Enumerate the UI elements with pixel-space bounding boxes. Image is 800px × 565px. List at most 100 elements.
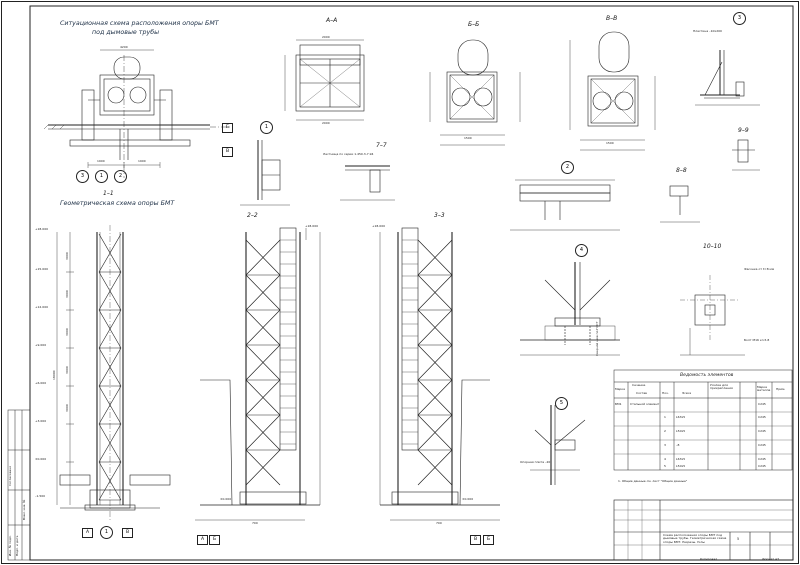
dim-h2: 3000 — [65, 252, 69, 260]
stamp-format: Формат А3 — [762, 557, 780, 561]
section-bb-title: Б–Б — [468, 21, 480, 28]
node-5-detail — [530, 405, 586, 485]
note-bolt: Болт М16 кл.5.8 — [744, 338, 770, 342]
level-top: +18.000 — [35, 227, 49, 231]
dim-h3: 3000 — [65, 290, 69, 298]
spec-head-usilie: Усилие для прикрепления — [710, 383, 733, 391]
elevation-11 — [56, 225, 171, 520]
spec-row-1-marka: БМ1 — [615, 402, 622, 406]
note-plate: Пластина –10х200 — [693, 29, 722, 33]
spec-row-2-pos: 1 — [664, 415, 666, 419]
dim-h5: 3000 — [65, 366, 69, 374]
spec-row-4-sostav: –8 — [676, 443, 680, 447]
situation-title-line1: Ситуационная схема расположения опоры БМ… — [60, 20, 219, 27]
spec-note: 1. Общие данные см. лист "Общие данные" — [618, 479, 688, 483]
node-1-detail — [240, 140, 290, 206]
section-88-detail — [660, 185, 700, 223]
inner-frame — [29, 5, 794, 561]
spec-title: Ведомость элементов — [680, 373, 734, 378]
spec-head-stal: Марка металла — [757, 385, 771, 393]
level-zero-33: ±0.000 — [462, 497, 474, 501]
node-3-marker: 3 — [733, 12, 746, 25]
section-99-detail — [732, 139, 760, 171]
side-stamp-soglas: Согласовано — [8, 465, 12, 486]
spec-row-4-pos: 3 — [664, 443, 666, 447]
node-2-detail — [510, 179, 620, 231]
node-1-marker: 1 — [260, 121, 273, 134]
axis-mark-a-11: А — [82, 528, 93, 538]
dim-d8: 700 — [252, 521, 258, 525]
dim-h4: 3000 — [65, 328, 69, 336]
spec-row-5-pos: 4 — [664, 457, 666, 461]
note-ladder: Лестница по серии 1.450.3-7.94 — [323, 152, 374, 156]
dim-h6: 3000 — [65, 404, 69, 412]
section-1010-title: 10–10 — [703, 243, 722, 250]
dim-d7: 1500 — [606, 141, 614, 145]
stamp-drawing-name: Схема расположения опоры БМТ под дымовые… — [663, 533, 727, 544]
section-vv — [569, 31, 656, 151]
section-77-title: 7–7 — [376, 142, 387, 149]
spec-head-prim: Прим. — [776, 387, 786, 391]
spec-row-1-stal: С245 — [758, 402, 766, 406]
elevation-33 — [379, 227, 500, 521]
axis-bubble-3: 3 — [76, 170, 89, 183]
dim-d3: 4200 — [120, 45, 128, 49]
level-bottom: –1.500 — [35, 494, 46, 498]
node-4-marker: 4 — [575, 244, 588, 257]
axis-mark-a-22: А — [197, 535, 208, 545]
spec-row-3-pos: 2 — [664, 429, 666, 433]
spec-head-sostav: Состав — [636, 391, 647, 395]
section-aa-title: А–А — [326, 17, 338, 24]
axis-bubble-1: 1 — [95, 170, 108, 183]
dim-d5: 2000 — [322, 121, 330, 125]
level-zero-22: ±0.000 — [220, 497, 232, 501]
section-33-title: 3–3 — [434, 212, 445, 219]
axis-mark-b-22: Б — [209, 535, 220, 545]
note-gusset: Фасонка от t=8 мм — [744, 267, 775, 271]
node-5-marker: 5 — [555, 397, 568, 410]
section-1010-detail — [680, 275, 745, 356]
axis-bubble-11: 1 — [100, 526, 113, 539]
spec-head-marka: Марка — [615, 387, 625, 391]
spec-table-grid — [613, 369, 793, 471]
axis-mark-v-11: В — [122, 528, 133, 538]
node-3-detail — [695, 50, 760, 106]
side-stamp-vzam: Взам. инв. № — [22, 499, 26, 520]
axis-bubble-2: 2 — [114, 170, 127, 183]
axis-mark-v: В — [222, 147, 233, 157]
spec-row-6-stal: С245 — [758, 464, 766, 468]
spec-row-3-stal: С245 — [758, 429, 766, 433]
dim-d1: 1900 — [97, 159, 105, 163]
spec-head-sechenie: Сечение — [632, 383, 646, 387]
axis-mark-b-33: Б — [483, 535, 494, 545]
title-block-grid — [613, 499, 794, 561]
side-stamp-sign: Подп. и дата — [15, 535, 19, 556]
dim-h1: 18000 — [52, 370, 56, 380]
level-zero: ±0.000 — [35, 457, 47, 461]
section-11-title: 1–1 — [103, 190, 114, 197]
spec-head-eskiz: Эскиз — [682, 391, 692, 395]
spec-row-6-pos: 5 — [664, 464, 666, 468]
dim-d9: 700 — [436, 521, 442, 525]
spec-row-5-stal: С245 — [758, 457, 766, 461]
level-top-33: +18.000 — [372, 224, 386, 228]
situation-title-line2: под дымовые трубы — [92, 29, 160, 36]
spec-row-1-sostav: Стальной элемент — [630, 402, 660, 406]
section-88-title: 8–8 — [676, 167, 687, 174]
level-15: +15.000 — [35, 267, 49, 271]
section-22-title: 2–2 — [247, 212, 258, 219]
dim-d4: 2000 — [322, 35, 330, 39]
spec-row-4-stal: С245 — [758, 443, 766, 447]
note-base: Опорная плита –20 — [520, 460, 551, 464]
elevation-22 — [195, 227, 321, 521]
spec-row-2-stal: С245 — [758, 415, 766, 419]
spec-row-6-sostav: L50х5 — [676, 464, 686, 468]
node-4-detail — [520, 262, 620, 356]
level-top-22: +18.000 — [305, 224, 319, 228]
note-weld: Сварной шов по ГОСТ — [595, 321, 599, 356]
side-stamp-inv: Инв. № подл. — [8, 535, 12, 556]
situation-plan — [43, 49, 232, 178]
